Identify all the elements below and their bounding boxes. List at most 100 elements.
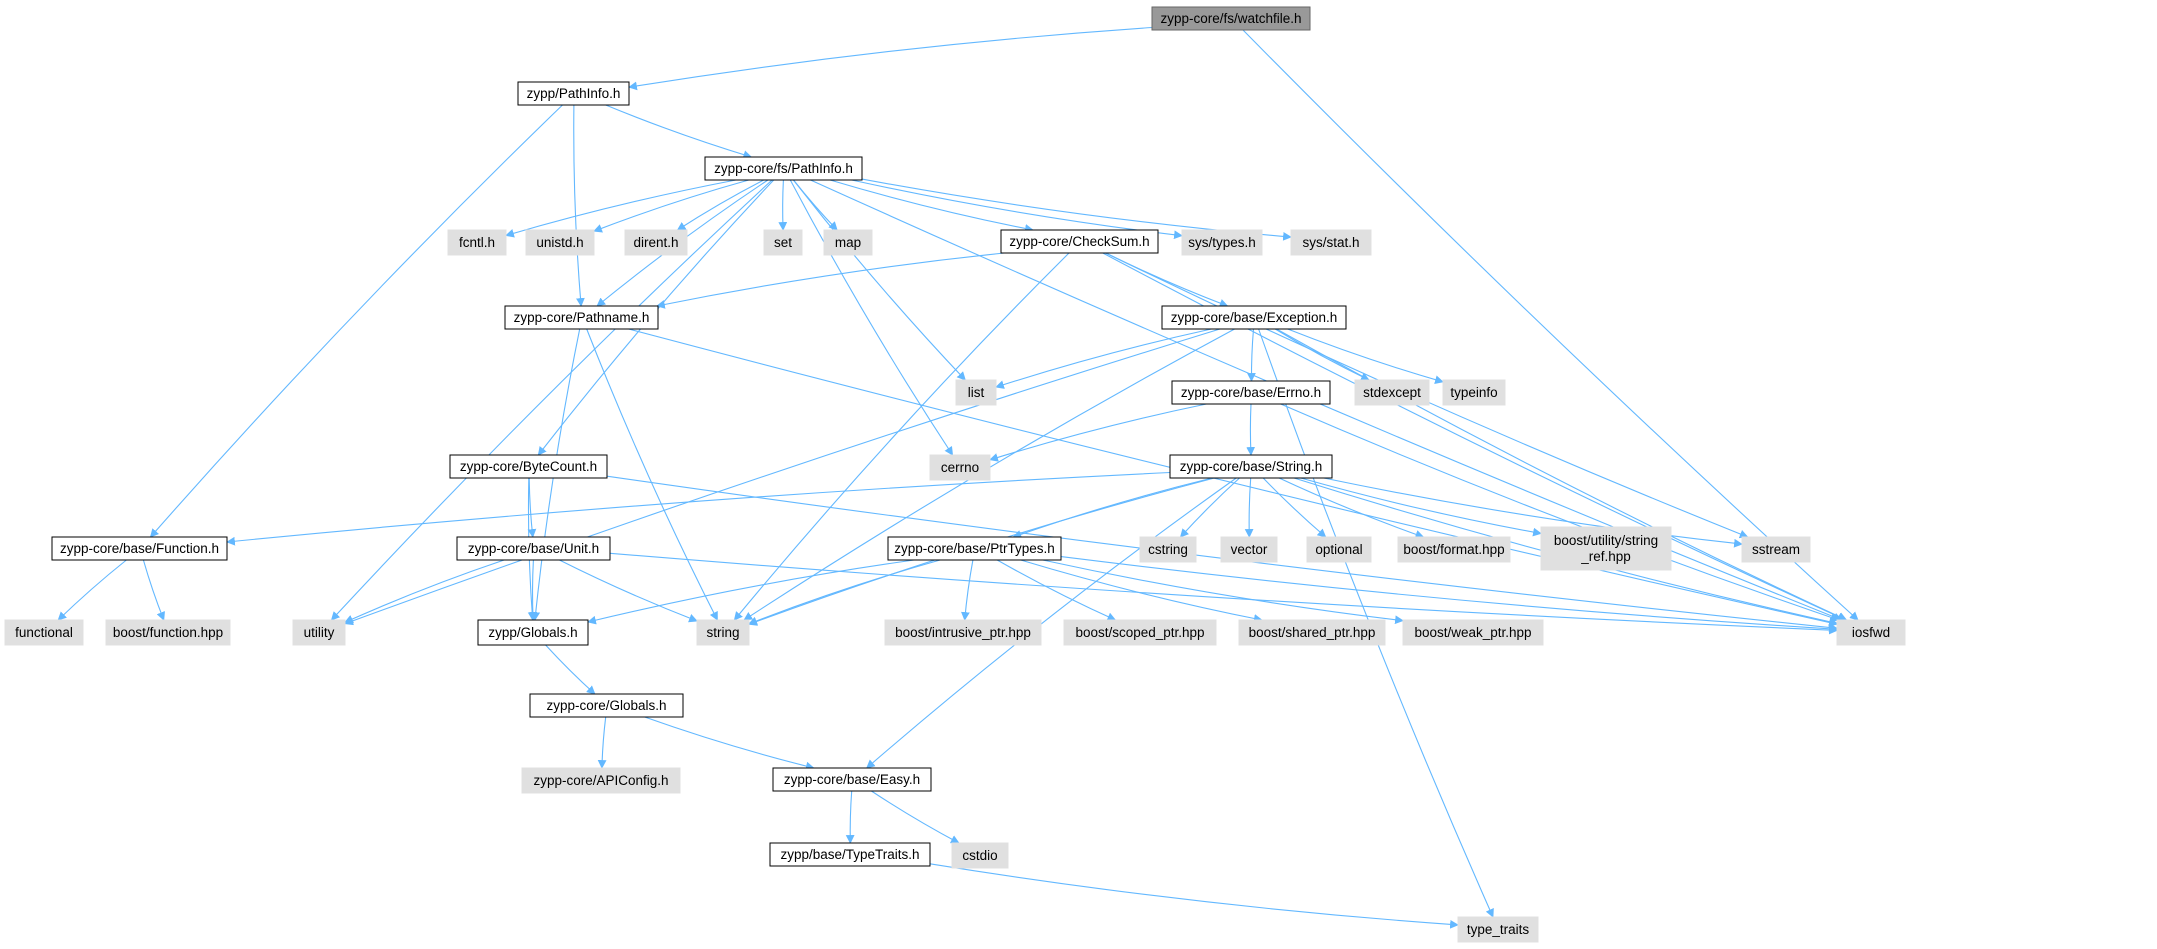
- node-easy[interactable]: zypp-core/base/Easy.h: [772, 767, 932, 792]
- node-sstream: sstream: [1741, 536, 1811, 563]
- node-string: string: [696, 619, 750, 646]
- node-label: optional: [1315, 542, 1362, 557]
- edge-line: [792, 179, 966, 381]
- node-label: string: [706, 625, 739, 640]
- node-label: vector: [1231, 542, 1268, 557]
- edge-line: [527, 477, 537, 538]
- edge-core_pathinfo-to-iosfwd: [810, 179, 1843, 622]
- edge-line: [929, 863, 1459, 929]
- node-bytecount[interactable]: zypp-core/ByteCount.h: [449, 454, 608, 479]
- node-layer: zypp-core/fs/watchfile.h zypp/PathInfo.h z…: [4, 6, 1906, 943]
- node-label: sys/stat.h: [1302, 235, 1359, 250]
- node-watchfile[interactable]: zypp-core/fs/watchfile.h: [1151, 6, 1311, 31]
- edge-core_pathinfo-to-unistd: [593, 179, 749, 233]
- edge-exception-to-typeinfo: [1287, 328, 1444, 384]
- node-errno[interactable]: zypp-core/base/Errno.h: [1171, 380, 1331, 405]
- edge-line: [1276, 328, 1848, 621]
- node-label: zypp-core/base/Errno.h: [1181, 385, 1321, 400]
- node-box: [517, 81, 630, 106]
- node-function[interactable]: zypp-core/base/Function.h: [51, 536, 228, 561]
- node-label: zypp/PathInfo.h: [527, 86, 621, 101]
- edge-line: [597, 716, 607, 769]
- node-map: map: [823, 229, 873, 256]
- edge-line: [996, 559, 1117, 621]
- edge-checksum-to-string: [733, 252, 1070, 621]
- edge-bytecount-to-unit: [527, 477, 537, 538]
- edge-line: [57, 559, 127, 621]
- node-ptrtypes[interactable]: zypp-core/base/PtrTypes.h: [887, 536, 1062, 561]
- edge-core_pathinfo-to-systypes: [851, 179, 1183, 240]
- node-string_h[interactable]: zypp-core/base/String.h: [1169, 454, 1333, 479]
- edge-unit-to-zyppglobals: [528, 559, 538, 621]
- edge-line: [344, 328, 1221, 626]
- node-label: zypp-core/base/Unit.h: [468, 541, 599, 556]
- edge-string_h-to-vector: [1244, 477, 1254, 538]
- node-pathname[interactable]: zypp-core/Pathname.h: [504, 305, 659, 330]
- edge-line: [644, 716, 815, 771]
- node-fcntl: fcntl.h: [447, 229, 507, 256]
- edge-line: [810, 179, 1843, 622]
- edge-line: [1280, 403, 1840, 622]
- edge-unit-to-string: [559, 559, 698, 623]
- node-typetraits_h[interactable]: zypp/base/TypeTraits.h: [769, 842, 931, 867]
- node-label: dirent.h: [633, 235, 678, 250]
- edge-easy-to-typetraits_h: [845, 790, 855, 844]
- node-checksum[interactable]: zypp-core/CheckSum.h: [1000, 229, 1159, 254]
- edge-core_pathinfo-to-fcntl: [505, 179, 737, 238]
- node-box: [529, 693, 684, 718]
- edge-string_h-to-boostutility: [1300, 477, 1542, 537]
- edge-ptrtypes-to-iosfwd: [1060, 556, 1838, 634]
- node-iosfwd: iosfwd: [1836, 619, 1906, 646]
- node-scoped: boost/scoped_ptr.hpp: [1063, 619, 1217, 646]
- node-cstring: cstring: [1139, 536, 1197, 563]
- edge-typetraits_h-to-type_traits: [929, 863, 1459, 929]
- edge-errno-to-cerrno: [989, 403, 1207, 462]
- edge-line: [995, 328, 1212, 389]
- node-apiconfig: zypp-core/APIConfig.h: [521, 767, 681, 794]
- node-coreglobals[interactable]: zypp-core/Globals.h: [529, 693, 684, 718]
- node-box: [477, 619, 589, 646]
- node-box: [1397, 536, 1511, 563]
- edge-unit-to-iosfwd: [609, 552, 1838, 635]
- edge-line: [829, 179, 1034, 233]
- edge-ptrtypes-to-zyppglobals: [587, 559, 915, 625]
- edge-line: [559, 559, 698, 623]
- node-label: cstring: [1148, 542, 1188, 557]
- edge-line: [778, 179, 788, 231]
- node-box: [1171, 380, 1331, 405]
- node-core_pathinfo[interactable]: zypp-core/fs/PathInfo.h: [704, 156, 863, 181]
- edge-string_h-to-easy: [866, 477, 1237, 769]
- edge-line: [545, 644, 596, 695]
- node-label: sstream: [1752, 542, 1800, 557]
- edge-line: [861, 178, 1292, 241]
- node-label: map: [835, 235, 861, 250]
- node-zypp_pathinfo[interactable]: zypp/PathInfo.h: [517, 81, 630, 106]
- node-exception[interactable]: zypp-core/base/Exception.h: [1161, 305, 1347, 330]
- edge-pathname-to-string: [586, 328, 718, 621]
- node-zyppglobals[interactable]: zypp/Globals.h: [477, 619, 589, 646]
- node-label-line: boost/utility/string: [1554, 533, 1658, 548]
- node-functional: functional: [4, 619, 84, 646]
- node-unit[interactable]: zypp-core/base/Unit.h: [456, 536, 611, 561]
- edge-core_pathinfo-to-checksum: [829, 179, 1034, 233]
- edge-easy-to-cstdio: [871, 790, 960, 844]
- edge-line: [961, 559, 974, 621]
- edge-line: [528, 559, 538, 621]
- node-box: [884, 619, 1042, 646]
- edge-core_pathinfo-to-map: [793, 179, 838, 231]
- node-box: [1402, 619, 1544, 646]
- node-box: [624, 229, 688, 256]
- node-label: list: [968, 385, 985, 400]
- edge-line: [793, 179, 838, 231]
- node-label: zypp-core/base/Easy.h: [784, 772, 920, 787]
- node-unistd: unistd.h: [525, 229, 595, 256]
- node-label: set: [774, 235, 792, 250]
- node-box: [1161, 305, 1347, 330]
- edge-exception-to-errno: [1247, 328, 1256, 382]
- node-label: functional: [15, 625, 73, 640]
- node-label: utility: [304, 625, 335, 640]
- edge-unit-to-utility: [344, 559, 505, 624]
- node-label: zypp-core/APIConfig.h: [533, 773, 668, 788]
- edge-line: [149, 104, 563, 538]
- node-cerrno: cerrno: [929, 454, 991, 481]
